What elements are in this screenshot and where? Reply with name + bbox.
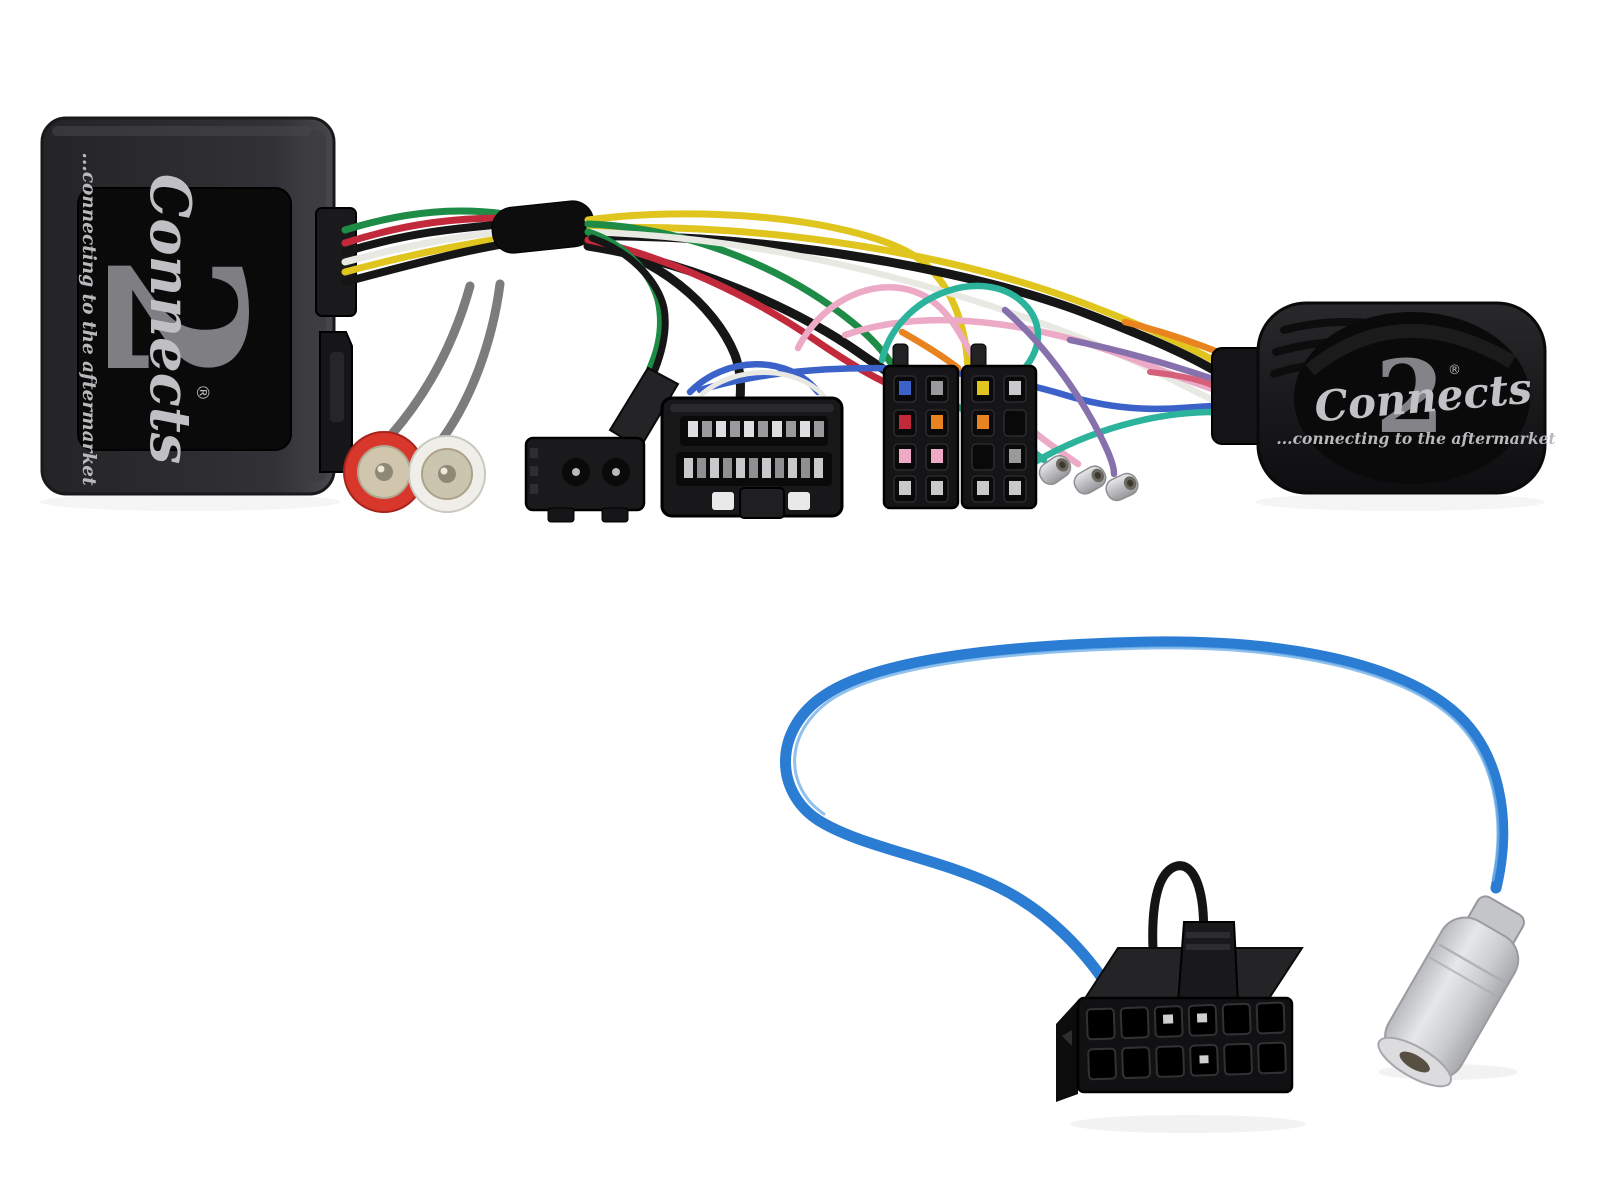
microfit-12pin-connector	[1056, 921, 1304, 1102]
interface-box-top-highlight	[52, 126, 312, 136]
interface-box-clip-detail	[330, 352, 344, 422]
wire-red-bundle	[341, 214, 509, 247]
bullet-terminals	[1034, 451, 1142, 505]
rca-white-pin-highlight	[440, 467, 448, 475]
iso-left-terminals	[899, 381, 943, 495]
main-wire-loom	[341, 200, 1222, 478]
rca-red-pin	[375, 463, 393, 481]
wire-purple-to-bullet	[1001, 306, 1118, 478]
microfit-key-arrow	[1062, 1030, 1072, 1046]
swc-logo-numeral: 2	[1375, 338, 1445, 456]
wire-yellow-to-module	[586, 223, 1221, 366]
wire-black-bundle-1	[341, 220, 509, 256]
vehicle-plug-row1-terminals	[688, 421, 824, 437]
loom-sleeve-wrap	[491, 200, 595, 254]
wire-yellow-bundle	[341, 234, 509, 276]
microfit-latch-ridge-2	[1186, 944, 1230, 950]
din-antenna-plug	[1377, 895, 1525, 1088]
swc-module: 2 Connects ® ...connecting to the afterm…	[1211, 301, 1556, 495]
rca-red-pin-highlight	[377, 465, 385, 473]
wire-rose-to-module	[1147, 369, 1217, 389]
swc-module-gloss-highlight	[1305, 324, 1516, 376]
two-pin-foot-2	[601, 507, 629, 523]
cable-grey-rca-left	[387, 281, 475, 439]
wire-black-bundle-2	[341, 240, 509, 286]
din-plug-tip-opening	[1399, 1051, 1430, 1073]
interface-box-logo-numeral: 2	[63, 253, 286, 385]
antenna-cable-highlight	[793, 646, 1500, 882]
soft-shadows	[40, 493, 1545, 1133]
swc-module-tagline: ...connecting to the aftermarket	[1276, 429, 1556, 448]
microfit-cavities	[1085, 1001, 1288, 1081]
bullet-terminal-3	[1102, 469, 1142, 505]
vehicle-plug-notch-left	[712, 492, 734, 510]
antenna-adapter-lead	[780, 636, 1525, 1102]
wire-green-bundle	[341, 207, 509, 234]
wire-orange-to-module	[1121, 318, 1222, 356]
vehicle-plug-notch-right	[788, 492, 810, 510]
microfit-side-face	[1056, 1000, 1078, 1102]
two-pin-terminal-2	[612, 468, 620, 476]
antenna-cable-blue	[780, 636, 1509, 1006]
two-pin-serration-1	[530, 448, 538, 458]
vehicle-24pin-connector	[660, 396, 844, 519]
cable-grey-rca-right	[438, 279, 505, 443]
interface-box: 2 Connects ® ...connecting to the afterm…	[40, 116, 357, 496]
wire-yellow-to-iso	[584, 210, 972, 372]
two-pin-serration-3	[530, 484, 538, 494]
vehicle-plug-row2-terminals	[684, 458, 823, 478]
two-pin-foot-1	[547, 507, 575, 523]
interface-box-logo-registered: ®	[192, 384, 212, 401]
two-pin-terminal-1	[572, 468, 580, 476]
wire-orange-to-iso	[898, 328, 962, 372]
interface-box-tagline: ...connecting to the aftermarket	[78, 152, 99, 486]
interface-box-logo-script: Connects	[137, 174, 203, 464]
iso-connector-right	[960, 343, 1038, 510]
wire-teal-cross	[1031, 408, 1218, 466]
iso-connector-left	[882, 343, 960, 510]
wire-pink-arc-to-bullet	[794, 284, 1082, 468]
wire-green-to-iso	[584, 220, 897, 370]
microfit-terminal-1	[1162, 1014, 1174, 1024]
wire-red-to-iso	[584, 236, 912, 396]
rca-white-pin	[438, 465, 456, 483]
wire-purple-to-module	[1066, 336, 1220, 384]
microfit-latch-ridge-1	[1186, 932, 1230, 938]
bullet-terminal-2	[1069, 461, 1111, 499]
two-pin-connector	[524, 366, 680, 523]
swc-module-gloss-face	[1294, 312, 1530, 484]
microfit-terminal-2	[1196, 1013, 1208, 1023]
din-plug-ring-2	[1428, 956, 1499, 998]
vehicle-plug-top-edge	[670, 404, 834, 412]
rca-plug-white	[408, 435, 486, 513]
din-plug-ring-1	[1438, 943, 1506, 984]
two-pin-serration-2	[530, 466, 538, 476]
swc-logo-registered: ®	[1448, 363, 1461, 378]
interface-box-label	[77, 187, 292, 451]
interface-box-logo: 2 Connects ® ...connecting to the afterm…	[63, 152, 286, 486]
wire-white-bundle	[341, 227, 509, 266]
wire-black-to-2pin	[588, 234, 669, 374]
wire-bluewhite-arc-behind-plug	[699, 370, 827, 399]
iso-right-terminals	[977, 381, 1021, 495]
vehicle-plug-center-key	[739, 487, 785, 519]
microfit-terminal-3	[1199, 1055, 1209, 1064]
